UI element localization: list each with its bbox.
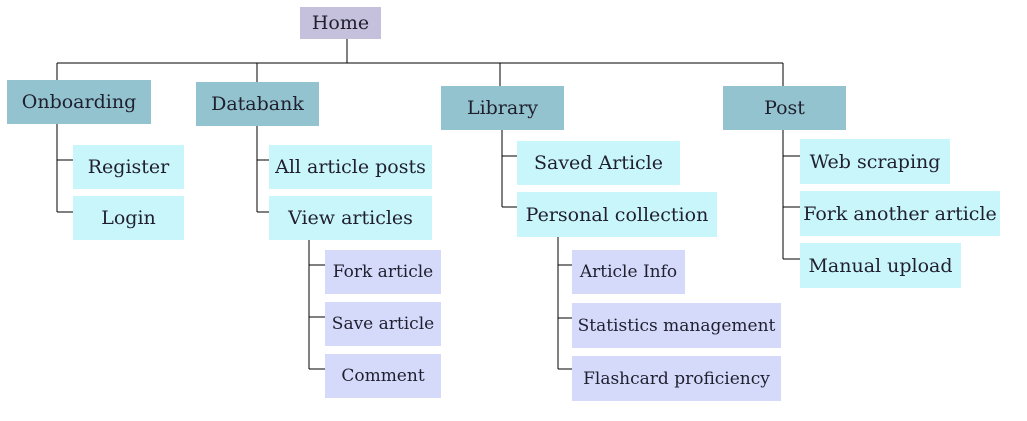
node-personal-collection: Personal collection: [517, 192, 717, 237]
node-flashcard-proficiency: Flashcard proficiency: [572, 356, 781, 401]
node-saved-article: Saved Article: [517, 141, 680, 185]
node-home: Home: [300, 7, 381, 39]
node-fork-another-article: Fork another article: [800, 191, 1000, 236]
node-databank: Databank: [196, 82, 319, 126]
node-web-scraping: Web scraping: [800, 139, 950, 184]
node-fork-article: Fork article: [325, 250, 441, 294]
node-manual-upload: Manual upload: [800, 243, 961, 288]
node-statistics-management: Statistics management: [572, 303, 781, 348]
node-register: Register: [73, 145, 184, 189]
node-onboarding: Onboarding: [7, 80, 151, 124]
node-article-info: Article Info: [572, 250, 685, 294]
node-login: Login: [73, 196, 184, 240]
node-all-article-posts: All article posts: [269, 145, 432, 189]
node-post: Post: [723, 86, 846, 130]
node-comment: Comment: [325, 354, 441, 398]
node-view-articles: View articles: [269, 196, 432, 240]
node-library: Library: [441, 86, 564, 130]
node-save-article: Save article: [325, 302, 441, 346]
